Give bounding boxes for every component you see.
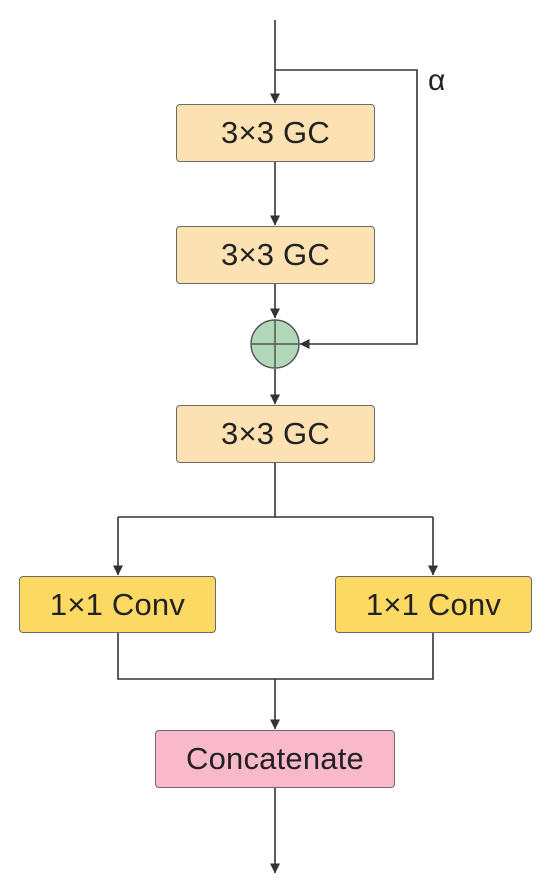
conv-right-block: 1×1 Conv — [335, 576, 532, 633]
conv-left-block: 1×1 Conv — [19, 576, 216, 633]
concatenate-block: Concatenate — [155, 730, 395, 788]
merge-line — [117, 633, 434, 680]
gc-block-1: 3×3 GC — [176, 104, 375, 162]
gc-block-3: 3×3 GC — [176, 405, 375, 463]
skip-alpha-label: α — [428, 64, 446, 97]
circle-plus-icon — [250, 319, 300, 369]
gc-block-2: 3×3 GC — [176, 226, 375, 284]
skip-connection-line — [275, 69, 418, 349]
